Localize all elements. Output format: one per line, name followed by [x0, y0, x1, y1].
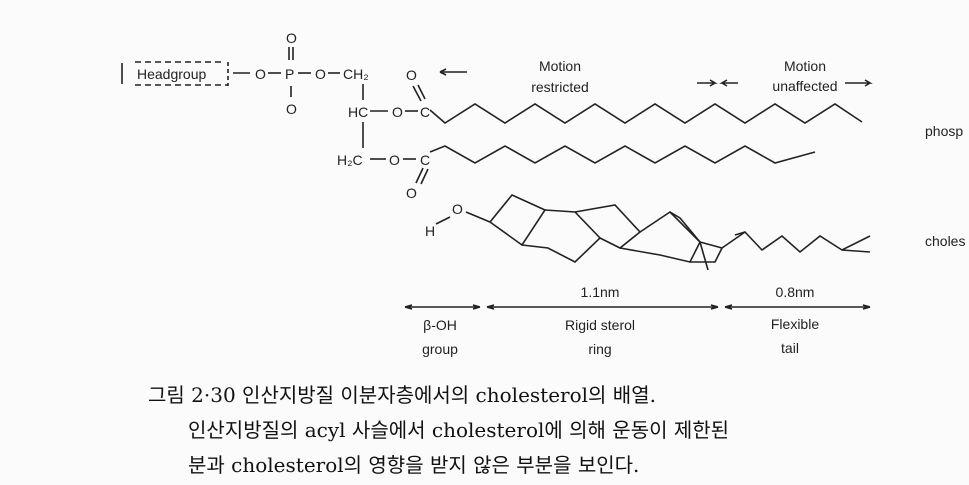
hydroxyl-span-arrow [404, 304, 481, 310]
region-label: ring [588, 341, 611, 357]
caption-line-2: 인산지방질의 acyl 사슬에서 cholesterol에 의해 운동이 제한된 [188, 418, 729, 442]
atom-o: O [452, 201, 463, 217]
motion-restricted-label: Motion [539, 58, 581, 74]
atom-o: O [406, 67, 417, 83]
motion-restricted-label: restricted [531, 79, 589, 95]
headgroup-dashed-box [135, 61, 228, 86]
atom-c: C [420, 152, 430, 168]
ring-span-arrow [486, 304, 719, 310]
ring-length-label: 1.1nm [581, 284, 620, 300]
sterol-ring [465, 194, 724, 271]
atom-o: O [255, 66, 266, 82]
cholesterol-label: choles [925, 233, 965, 249]
phospholipid-label: phosp [925, 123, 963, 139]
region-label: Rigid sterol [565, 317, 635, 333]
acyl-chain-1 [429, 103, 863, 124]
atom-ch2: CH₂ [343, 66, 369, 82]
atom-o: O [315, 66, 326, 82]
flexible-tail [721, 230, 871, 254]
tail-span-arrow [724, 304, 871, 310]
region-label: tail [781, 340, 799, 356]
atom-o: O [286, 101, 297, 117]
arrow-left [439, 68, 467, 76]
atom-o: O [392, 104, 403, 120]
motion-unaffected-label: unaffected [772, 78, 837, 94]
atom-h2c: H₂C [337, 152, 363, 168]
atom-o: O [389, 152, 400, 168]
atom-o: O [286, 30, 297, 46]
atom-hc: HC [348, 104, 368, 120]
motion-unaffected-label: Motion [784, 58, 826, 74]
headgroup-label: Headgroup [137, 66, 206, 82]
atom-h: H [425, 223, 435, 239]
atom-o: O [406, 185, 417, 201]
tail-length-label: 0.8nm [776, 284, 815, 300]
region-label: group [422, 341, 458, 357]
caption-line-3: 분과 cholesterol의 영향을 받지 않은 부분을 보인다. [188, 453, 639, 477]
atom-c: C [420, 104, 430, 120]
region-label: β-OH [423, 317, 457, 333]
caption-line-1: 그림 2·30 인산지방질 이분자층에서의 cholesterol의 배열. [148, 383, 656, 407]
atom-p: P [285, 66, 294, 82]
region-label: Flexible [771, 316, 819, 332]
acyl-chain-2 [429, 145, 816, 164]
motion-arrows [697, 79, 873, 87]
